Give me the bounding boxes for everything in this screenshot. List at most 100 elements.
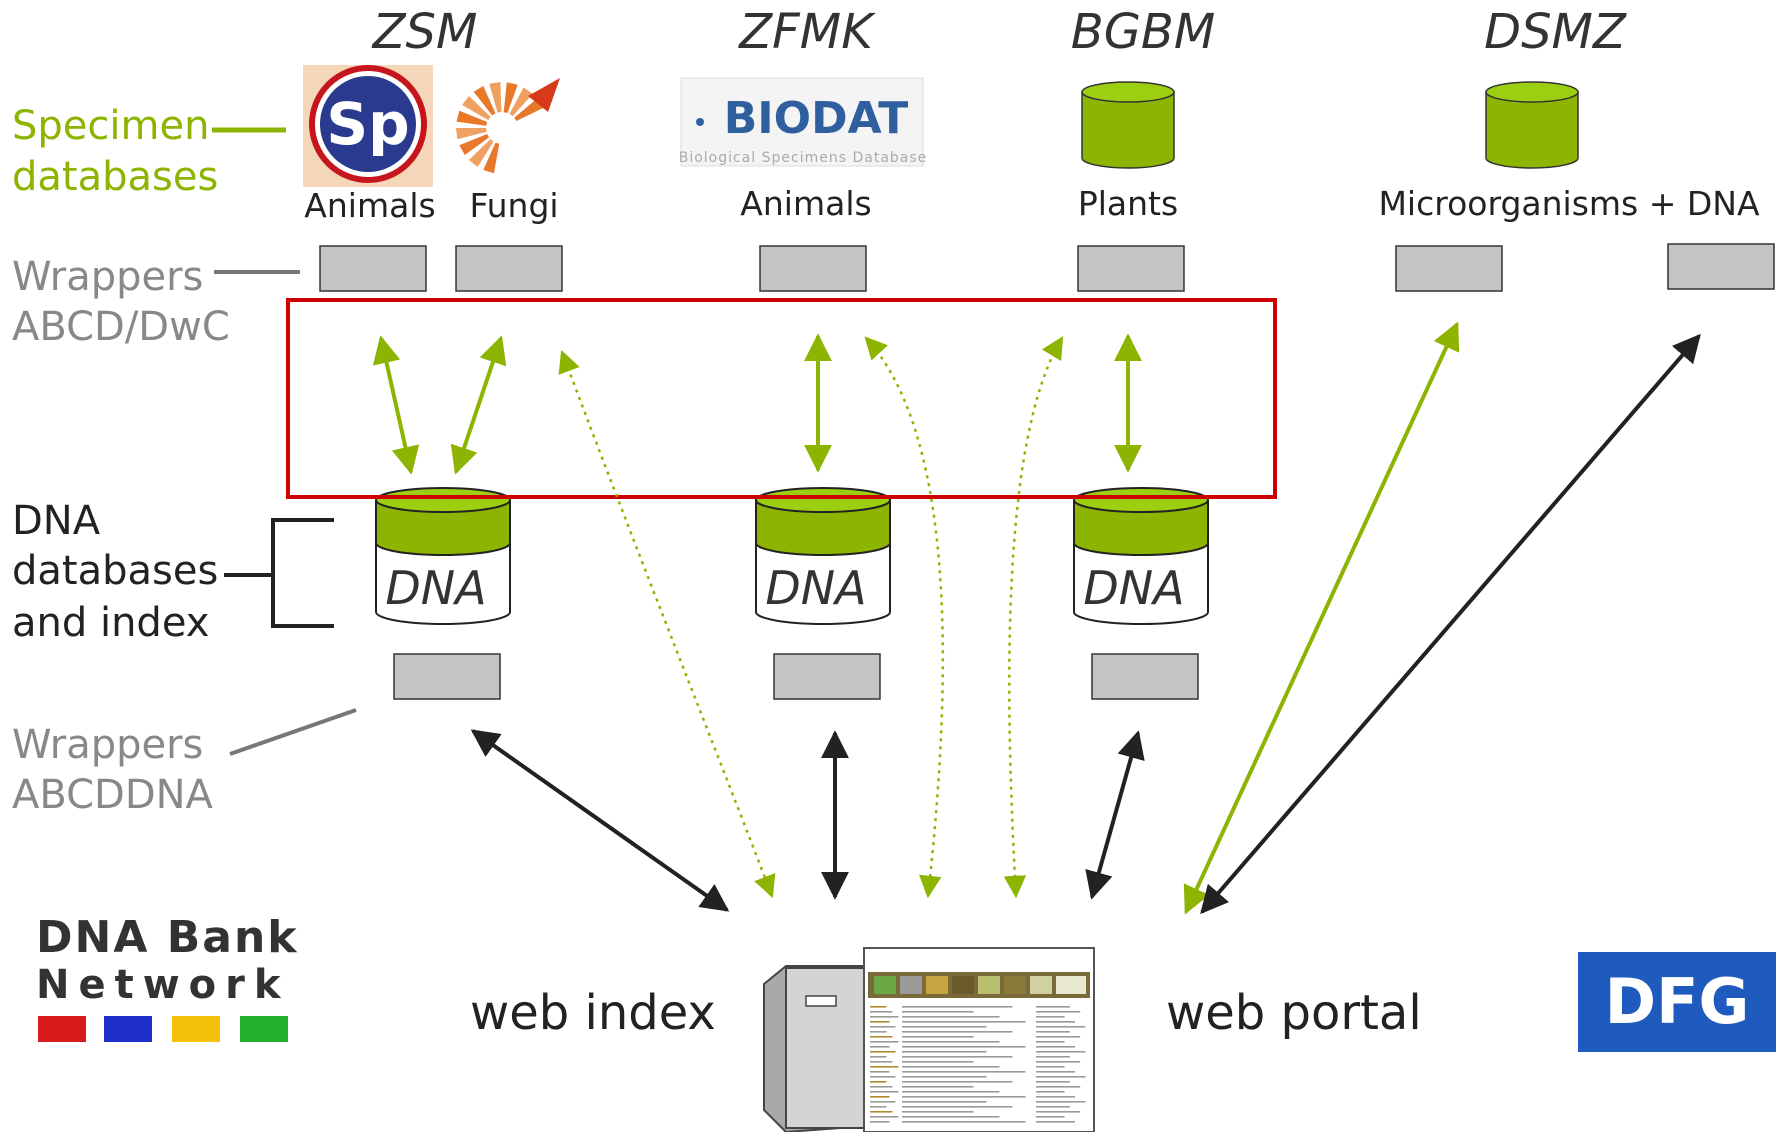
thumbnail-text-line <box>902 1086 974 1088</box>
thumbnail-text-line <box>1036 1006 1070 1008</box>
fungi-logo-ray <box>503 82 518 113</box>
fungi-logo <box>456 78 560 174</box>
dna-label-zfmk: DNA <box>765 561 866 615</box>
institution-bgbm: BGBM <box>1071 4 1215 60</box>
thumbnail-text-line <box>1036 1021 1075 1023</box>
side-label-wrappers-abcddna-line2: ABCDDNA <box>12 772 214 818</box>
side-label-dna-line1: DNA <box>12 498 101 544</box>
wrapper-box-dna-zsm <box>393 653 501 700</box>
side-label-specimen-line2: databases <box>12 154 218 200</box>
fungi-logo-ray <box>509 87 533 117</box>
fungi-logo-ray <box>456 128 487 140</box>
thumbnail-text-line <box>870 1066 899 1068</box>
thumbnail-text-line <box>902 1121 1026 1123</box>
thumbnail-text-line <box>870 1116 899 1118</box>
sp-logo-text: Sp <box>326 90 409 158</box>
thumbnail-text-line <box>902 1066 1000 1068</box>
thumbnail-text-line <box>870 1091 899 1093</box>
dfg-logo: DFG <box>1578 952 1776 1052</box>
arrow-dsmz-green-to-portal <box>1183 321 1460 915</box>
dna-label-zsm: DNA <box>385 561 486 615</box>
side-label-dna-line3: and index <box>12 600 209 646</box>
fungi-logo-ray <box>468 139 494 168</box>
sp-logo: Sp <box>303 65 433 187</box>
thumbnail-text-line <box>870 1006 887 1008</box>
thumbnail-text-line <box>902 1106 1013 1108</box>
thumbnail-text-line <box>870 1106 887 1108</box>
thumbnail-text-line <box>902 1096 1026 1098</box>
side-label-wrappers-abcddna-line1: Wrappers <box>12 722 203 768</box>
dna-bank-logo-line2: Network <box>36 962 290 1008</box>
wrapper-box-dsmz-1 <box>1395 245 1503 292</box>
web-index-label: web index <box>470 985 716 1041</box>
thumbnail-text-line <box>902 1031 1013 1033</box>
thumbnail-text-line <box>870 1051 896 1053</box>
dna-bank-logo-line1: DNA Bank <box>36 912 299 963</box>
label-zsm-fungi: Fungi <box>469 186 558 225</box>
web-portal-thumbnail <box>863 947 1095 1132</box>
arrow-dna-zsm-to-index <box>470 729 730 912</box>
thumbnail-text-line <box>870 1096 890 1098</box>
arrow-dna-bgbm-to-index <box>1085 730 1145 900</box>
thumbnail-text-line <box>870 1041 899 1043</box>
thumbnail-text-line <box>870 1026 896 1028</box>
server-icon <box>763 965 871 1132</box>
web-portal-label: web portal <box>1166 985 1422 1041</box>
thumbnail-text-line <box>1036 1091 1065 1093</box>
thumbnail-text-line <box>1036 1031 1070 1033</box>
institution-zfmk: ZFMK <box>737 4 876 60</box>
fungi-logo-ray <box>456 110 488 126</box>
thumbnail-text-line <box>902 1006 1013 1008</box>
thumbnail-text-line <box>902 1036 974 1038</box>
thumbnail-text-line <box>1036 1116 1065 1118</box>
thumbnail-text-line <box>1036 1101 1086 1103</box>
dna-database-zfmk: DNA <box>755 487 891 625</box>
dna-database-bgbm: DNA <box>1073 487 1209 625</box>
thumbnail-text-line <box>870 1021 890 1023</box>
thumbnail-text-line <box>902 1111 974 1113</box>
thumbnail-text-line <box>902 1026 987 1028</box>
thumbnail-text-line <box>870 1046 890 1048</box>
thumbnail-text-line <box>870 1061 893 1063</box>
thumbnail-text-line <box>902 1071 1026 1073</box>
thumbnail-text-line <box>902 1016 1000 1018</box>
dna-label-bgbm: DNA <box>1083 561 1184 615</box>
thumbnail-text-line <box>1036 1121 1075 1123</box>
thumbnail-text-line <box>870 1016 899 1018</box>
thumbnail-text-line <box>1036 1111 1081 1113</box>
thumbnail-text-line <box>870 1086 893 1088</box>
wrapper-box-zfmk <box>759 245 867 292</box>
side-label-wrappers-abcd-line2: ABCD/DwC <box>12 304 230 350</box>
thumbnail-text-line <box>902 1076 987 1078</box>
thumbnail-text-line <box>870 1071 890 1073</box>
fungi-logo-ray <box>459 133 490 156</box>
thumbnail-text-line <box>1036 1051 1086 1053</box>
thumbnail-text-line <box>902 1091 1000 1093</box>
thumbnail-text-line <box>1036 1046 1075 1048</box>
wrapper-box-bgbm <box>1077 245 1185 292</box>
thumbnail-text-line <box>1036 1066 1065 1068</box>
thumbnail-text-line <box>902 1021 1026 1023</box>
thumbnail-text-line <box>870 1076 896 1078</box>
institution-dsmz: DSMZ <box>1484 4 1627 60</box>
thumbnail-text-line <box>870 1121 890 1123</box>
thumbnail-text-line <box>1036 1061 1081 1063</box>
thumbnail-text-line <box>902 1101 987 1103</box>
side-label-specimen-databases: Specimen databases <box>12 103 286 200</box>
thumbnail-text-line <box>1036 1086 1081 1088</box>
fungi-logo-ray <box>462 96 491 120</box>
thumbnail-text-line <box>902 1081 1013 1083</box>
wrapper-box-zsm-animals <box>319 245 427 292</box>
side-label-wrappers-abcd-line1: Wrappers <box>12 254 203 300</box>
wrapper-box-dna-zfmk <box>773 653 881 700</box>
fungi-logo-ray <box>489 82 502 113</box>
thumbnail-text-line <box>870 1011 893 1013</box>
side-label-specimen-line1: Specimen <box>12 103 209 149</box>
side-label-wrappers-abcddna: Wrappers ABCDDNA <box>12 708 357 818</box>
wrapper-box-zsm-fungi <box>455 245 563 292</box>
dfg-logo-text: DFG <box>1605 965 1750 1038</box>
dotted-arrow-zfmk-to-index-1 <box>864 336 945 899</box>
wrapper-box-dna-bgbm <box>1091 653 1199 700</box>
thumbnail-text-line <box>870 1081 887 1083</box>
